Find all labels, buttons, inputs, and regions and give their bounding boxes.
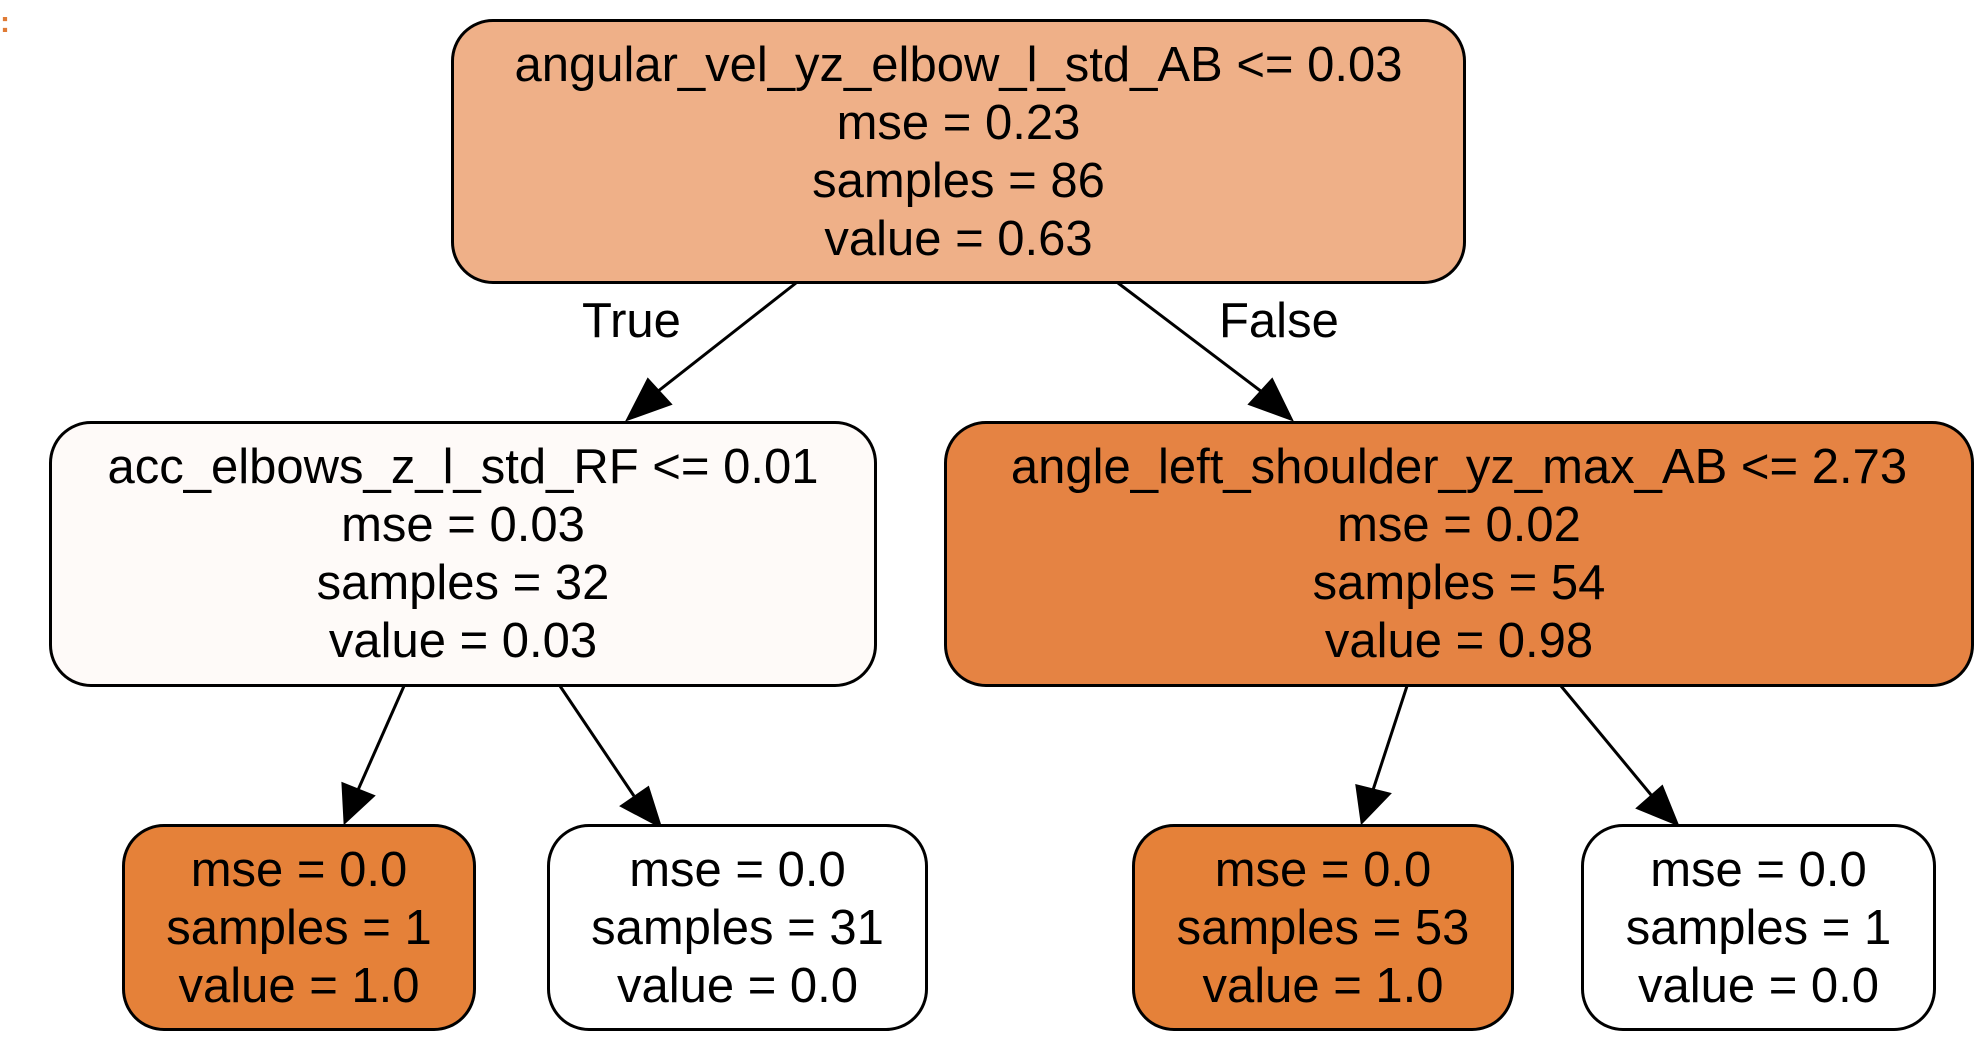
arrowhead-left-to-leaf-ll <box>341 781 376 826</box>
arrowhead-right-to-leaf-rl <box>1355 784 1392 826</box>
edge-right-to-leaf-rr <box>1559 685 1654 797</box>
leaf-rl-samples: samples = 53 <box>1176 900 1470 955</box>
edge-label-true: True <box>582 294 681 348</box>
leaf-rl-mse: mse = 0.0 <box>1214 842 1432 897</box>
root-value: value = 0.63 <box>824 211 1093 266</box>
left-split-node: acc_elbows_z_l_std_RF <= 0.01 mse = 0.03… <box>49 421 877 687</box>
leaf-rr-value: value = 0.0 <box>1637 958 1880 1013</box>
leaf-rr-mse: mse = 0.0 <box>1650 842 1867 897</box>
left-mse: mse = 0.03 <box>341 498 585 552</box>
edge-label-false: False <box>1219 294 1339 348</box>
leaf-ll-mse: mse = 0.0 <box>190 842 408 897</box>
left-samples: samples = 32 <box>316 556 610 610</box>
leaf-node-lr: mse = 0.0 samples = 31 value = 0.0 <box>547 824 928 1031</box>
arrowhead-left-to-leaf-lr <box>619 785 663 830</box>
root-samples: samples = 86 <box>812 153 1105 208</box>
leaf-lr-value: value = 0.0 <box>616 958 859 1013</box>
leaf-node-rl: mse = 0.0 samples = 53 value = 1.0 <box>1132 824 1514 1031</box>
right-mse: mse = 0.02 <box>1337 498 1581 552</box>
right-samples: samples = 54 <box>1312 556 1606 610</box>
root-node: angular_vel_yz_elbow_l_std_AB <= 0.03 ms… <box>451 19 1466 284</box>
leaf-lr-samples: samples = 31 <box>591 900 884 955</box>
leaf-node-rr: mse = 0.0 samples = 1 value = 0.0 <box>1581 824 1936 1031</box>
edge-right-to-leaf-rl <box>1371 685 1409 791</box>
leaf-ll-value: value = 1.0 <box>178 958 420 1013</box>
edge-root-to-right <box>1117 281 1263 394</box>
corner-mark: : <box>0 6 10 39</box>
right-split-node: angle_left_shoulder_yz_max_AB <= 2.73 ms… <box>944 421 1974 687</box>
root-condition: angular_vel_yz_elbow_l_std_AB <= 0.03 <box>514 37 1403 92</box>
edge-root-to-left <box>656 281 797 394</box>
arrowhead-root-to-left <box>624 377 673 422</box>
root-mse: mse = 0.23 <box>836 95 1081 150</box>
edge-left-to-leaf-lr <box>558 685 636 797</box>
leaf-node-ll: mse = 0.0 samples = 1 value = 1.0 <box>122 824 476 1031</box>
left-condition: acc_elbows_z_l_std_RF <= 0.01 <box>107 440 819 494</box>
left-value: value = 0.03 <box>328 614 598 668</box>
edge-left-to-leaf-ll <box>356 685 406 791</box>
leaf-ll-samples: samples = 1 <box>166 900 432 955</box>
right-condition: angle_left_shoulder_yz_max_AB <= 2.73 <box>1010 440 1908 494</box>
leaf-rr-samples: samples = 1 <box>1625 900 1892 955</box>
leaf-lr-mse: mse = 0.0 <box>629 842 846 897</box>
arrowhead-right-to-leaf-rr <box>1635 784 1680 827</box>
leaf-rl-value: value = 1.0 <box>1202 958 1444 1013</box>
arrowhead-root-to-right <box>1247 377 1294 422</box>
right-value: value = 0.98 <box>1324 614 1594 668</box>
